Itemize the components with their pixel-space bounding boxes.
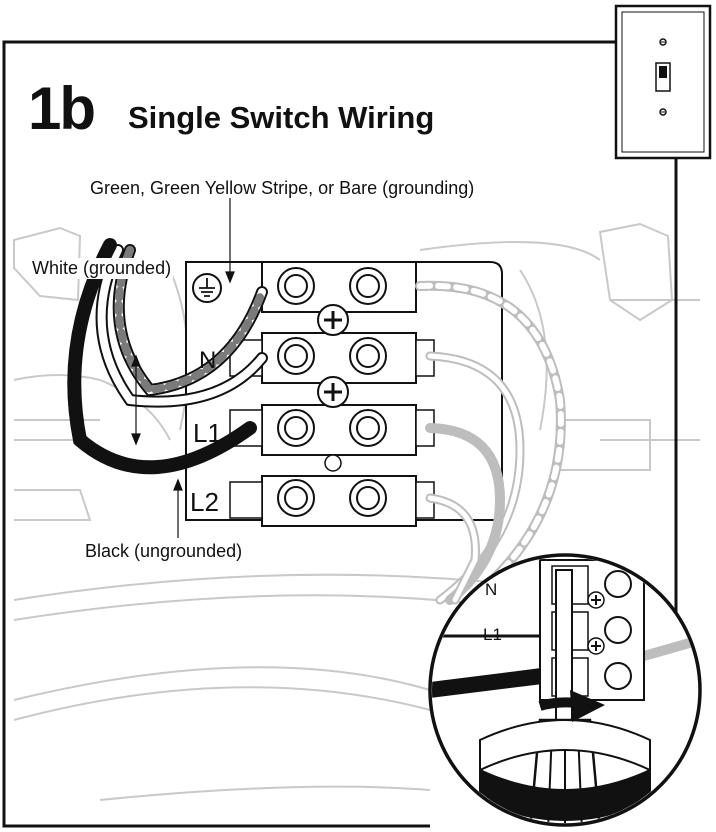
page-border	[2, 40, 678, 828]
terminal-block	[185, 261, 503, 527]
terminal-row-n	[229, 332, 435, 384]
step-number: 1b	[28, 75, 96, 142]
inset-detail	[428, 553, 702, 827]
terminal-row-ground	[261, 261, 417, 313]
terminal-row-l1	[229, 404, 435, 456]
inset-label-n: N	[485, 580, 498, 599]
rotation-arrow-icon	[479, 690, 651, 821]
white-wire-label: White (grounded)	[30, 258, 174, 279]
ground-symbol-icon	[192, 273, 222, 303]
terminal-label-l1: L1	[193, 418, 222, 448]
terminal-label-n: N	[199, 347, 217, 374]
black-wire-label: Black (ungrounded)	[83, 541, 245, 562]
page-title: Single Switch Wiring	[128, 100, 435, 135]
output-wires	[415, 280, 566, 605]
inset-label-l1: L1	[483, 625, 502, 644]
screw-icon	[587, 637, 605, 655]
screw-icon	[587, 591, 605, 609]
wall-switch-icon	[614, 4, 712, 160]
input-wires	[67, 238, 268, 475]
label-pointers	[131, 198, 235, 538]
rivet	[324, 454, 342, 472]
terminal-row-l2	[229, 475, 435, 527]
grounding-wire-label: Green, Green Yellow Stripe, or Bare (gro…	[90, 178, 475, 198]
screw-icon	[317, 304, 349, 336]
inset-label-l2: L2	[481, 672, 500, 691]
screw-icon	[317, 376, 349, 408]
terminal-label-l2: L2	[190, 487, 219, 517]
